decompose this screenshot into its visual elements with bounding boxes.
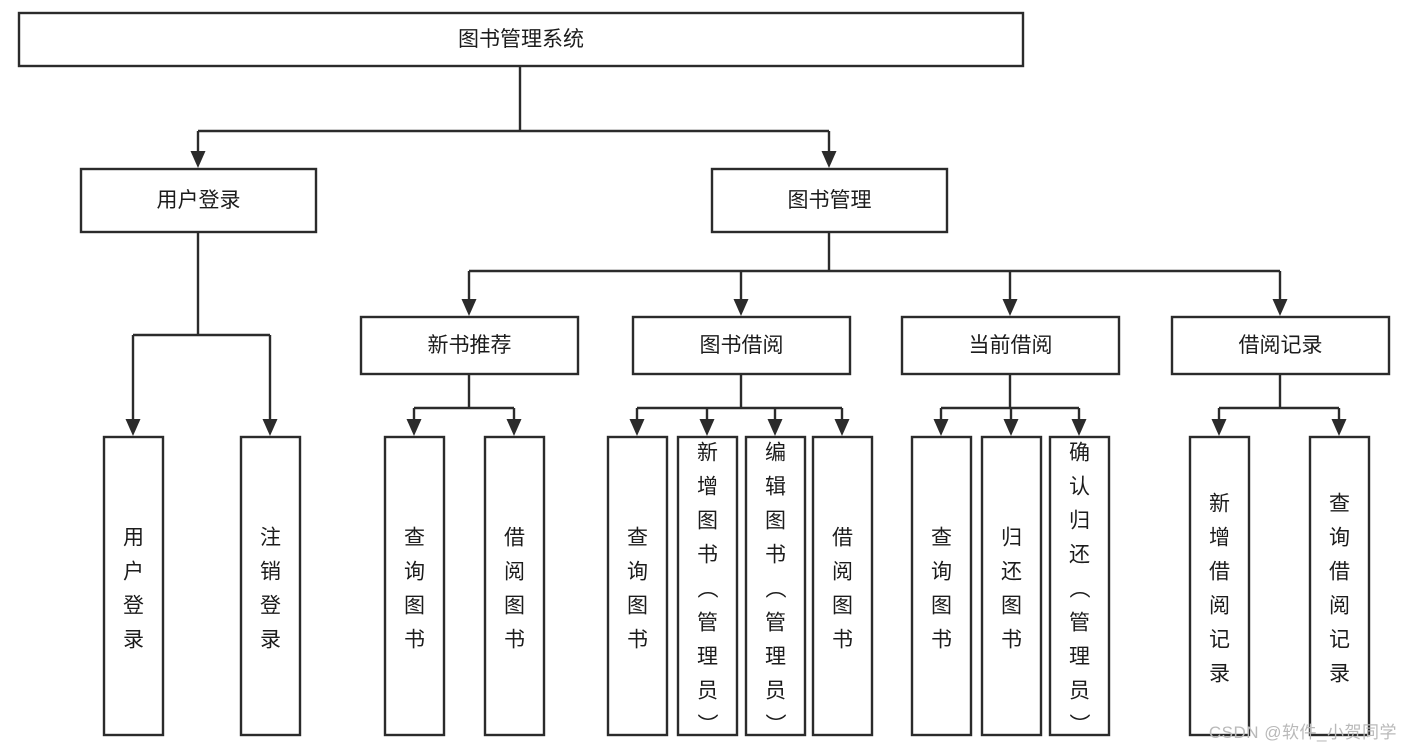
edge-group-图书管理系统 <box>190 66 837 168</box>
node-label: 新增图书︵管理员︶ <box>697 442 719 737</box>
node-rect <box>980 435 1043 737</box>
edge-arrowhead <box>1002 299 1018 316</box>
node-rect <box>710 167 949 234</box>
node-rect <box>910 435 973 737</box>
node-rect <box>631 315 852 376</box>
edge-arrowhead <box>125 419 141 436</box>
node-level3-2[interactable]: 当前借阅 <box>900 315 1121 376</box>
edge-arrowhead <box>1003 419 1019 436</box>
node-level3-0[interactable]: 新书推荐 <box>359 315 580 376</box>
edge-group-借阅记录 <box>1211 374 1347 436</box>
node-rect <box>1188 435 1251 737</box>
node-rect <box>900 315 1121 376</box>
node-level2-0[interactable]: 用户登录 <box>79 167 318 234</box>
edge-group-新书推荐 <box>406 374 522 436</box>
node-label: 查询图书 <box>931 527 952 652</box>
edge-arrowhead <box>506 419 522 436</box>
node-rect <box>676 435 739 737</box>
edge-arrowhead <box>1272 299 1288 316</box>
node-leaf-7[interactable]: 借阅图书 <box>811 435 874 737</box>
node-rect <box>606 435 669 737</box>
node-leaf-0[interactable]: 用户登录 <box>102 435 165 737</box>
node-leaf-10[interactable]: 确认归还︵管理员︶ <box>1048 435 1111 737</box>
node-rect <box>811 435 874 737</box>
node-layer: 图书管理系统用户登录图书管理新书推荐图书借阅当前借阅借阅记录用户登录注销登录查询… <box>17 11 1391 737</box>
edge-arrowhead <box>629 419 645 436</box>
node-label: 图书借阅 <box>700 334 784 357</box>
node-leaf-3[interactable]: 借阅图书 <box>483 435 546 737</box>
edge-arrowhead <box>406 419 422 436</box>
edge-arrowhead <box>733 299 749 316</box>
node-rect <box>744 435 807 737</box>
edge-arrowhead <box>767 419 783 436</box>
edge-arrowhead <box>834 419 850 436</box>
node-label: 归还图书 <box>1001 527 1022 652</box>
node-leaf-4[interactable]: 查询图书 <box>606 435 669 737</box>
edge-arrowhead <box>1071 419 1087 436</box>
edge-arrowhead <box>1331 419 1347 436</box>
node-leaf-9[interactable]: 归还图书 <box>980 435 1043 737</box>
node-leaf-11[interactable]: 新增借阅记录 <box>1188 435 1251 737</box>
node-leaf-12[interactable]: 查询借阅记录 <box>1308 435 1371 737</box>
node-label: 借阅图书 <box>832 527 853 652</box>
edge-group-用户登录 <box>125 232 278 436</box>
node-leaf-1[interactable]: 注销登录 <box>239 435 302 737</box>
node-label: 注销登录 <box>260 527 281 652</box>
node-label: 编辑图书︵管理员︶ <box>765 442 787 737</box>
node-leaf-8[interactable]: 查询图书 <box>910 435 973 737</box>
edge-arrowhead <box>699 419 715 436</box>
node-label: 当前借阅 <box>969 334 1053 357</box>
node-rect <box>239 435 302 737</box>
node-rect <box>1048 435 1111 737</box>
node-rect <box>1308 435 1371 737</box>
edge-arrowhead <box>461 299 477 316</box>
node-leaf-2[interactable]: 查询图书 <box>383 435 446 737</box>
edge-group-图书管理 <box>461 232 1288 316</box>
node-leaf-6[interactable]: 编辑图书︵管理员︶ <box>744 435 807 737</box>
node-label: 用户登录 <box>157 189 241 212</box>
node-level3-3[interactable]: 借阅记录 <box>1170 315 1391 376</box>
edge-arrowhead <box>1211 419 1227 436</box>
node-root[interactable]: 图书管理系统 <box>17 11 1025 68</box>
node-level2-1[interactable]: 图书管理 <box>710 167 949 234</box>
node-rect <box>102 435 165 737</box>
node-leaf-5[interactable]: 新增图书︵管理员︶ <box>676 435 739 737</box>
edge-arrowhead <box>262 419 278 436</box>
edge-arrowhead <box>821 151 837 168</box>
node-level3-1[interactable]: 图书借阅 <box>631 315 852 376</box>
node-label: 图书管理 <box>788 189 872 212</box>
node-label: 查询借阅记录 <box>1329 493 1350 686</box>
node-label: 借阅记录 <box>1239 334 1323 357</box>
edge-group-图书借阅 <box>629 374 850 436</box>
csdn-watermark: CSDN @软件_小贺同学 <box>1208 723 1397 742</box>
node-rect <box>359 315 580 376</box>
node-rect <box>483 435 546 737</box>
edge-arrowhead <box>933 419 949 436</box>
node-rect <box>79 167 318 234</box>
edge-group-当前借阅 <box>933 374 1087 436</box>
node-label: 查询图书 <box>627 527 648 652</box>
node-label: 图书管理系统 <box>458 28 584 51</box>
edge-arrowhead <box>190 151 206 168</box>
connector-layer <box>125 66 1347 436</box>
node-rect <box>383 435 446 737</box>
node-label: 查询图书 <box>404 527 425 652</box>
node-rect <box>17 11 1025 68</box>
node-label: 确认归还︵管理员︶ <box>1069 442 1091 737</box>
node-label: 借阅图书 <box>504 527 525 652</box>
node-rect <box>1170 315 1391 376</box>
node-label: 新增借阅记录 <box>1209 493 1230 686</box>
node-label: 新书推荐 <box>428 334 512 357</box>
node-label: 用户登录 <box>123 527 144 652</box>
